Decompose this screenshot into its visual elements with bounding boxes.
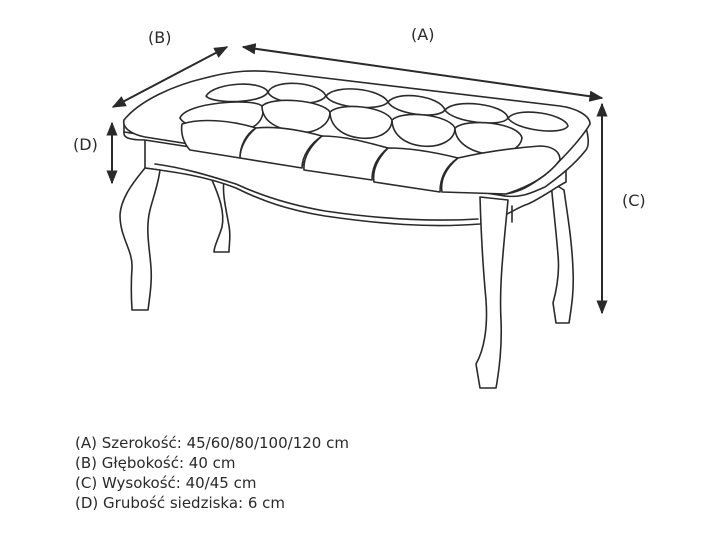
tuft-puff [261, 99, 331, 134]
dimension-label-b: (B) [148, 28, 172, 47]
arrow-a-width [241, 43, 604, 102]
tuft-puff [239, 126, 323, 169]
tuft-puff [507, 111, 569, 132]
bench-leg-front-right [475, 196, 509, 389]
spec-width: (A) Szerokość: 45/60/80/100/120 cm [75, 434, 349, 452]
dimension-arrows [106, 43, 608, 315]
dimension-specs-list: (A) Szerokość: 45/60/80/100/120 cm (B) G… [75, 433, 349, 513]
arrow-b-depth [111, 46, 229, 108]
spec-depth: (B) Głębokość: 40 cm [75, 454, 236, 472]
tuft-puff [440, 145, 561, 195]
bench-apron-inner-edge [154, 163, 479, 221]
spec-height: (C) Wysokość: 40/45 cm [75, 474, 257, 492]
bench-leg-back-left [211, 179, 231, 253]
tuft-puff [303, 135, 389, 181]
tuft-puff [391, 113, 456, 148]
spec-seat-thickness: (D) Grubość siedziska: 6 cm [75, 494, 286, 512]
tuft-puff [329, 105, 393, 140]
bench-leg-front-left [119, 167, 161, 311]
dimension-label-c: (C) [622, 191, 646, 210]
dimension-label-d: (D) [73, 135, 98, 154]
bench-leg-back-right [550, 181, 575, 324]
dimension-label-a: (A) [411, 25, 435, 44]
bench-illustration [119, 70, 591, 389]
